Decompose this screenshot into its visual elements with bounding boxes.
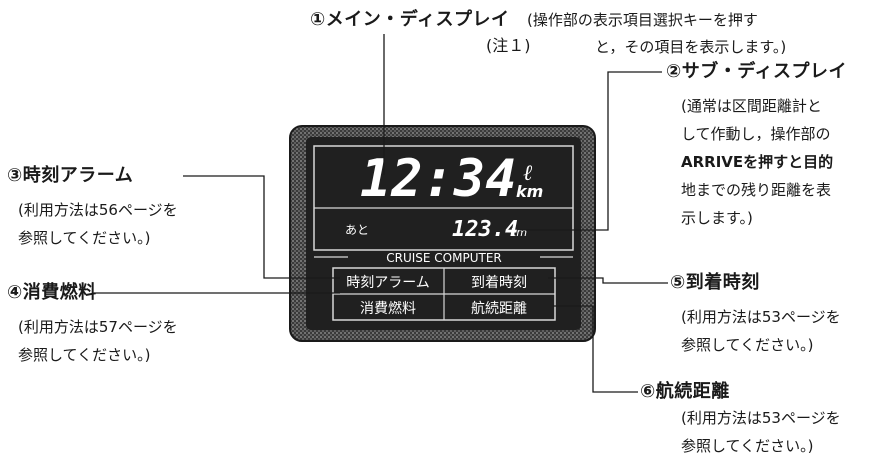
sub-display-desc-1: (通常は区間距離計と bbox=[681, 97, 822, 115]
label-time-alarm: ③時刻アラーム bbox=[7, 165, 134, 186]
main-readout: 12:34 bbox=[360, 149, 517, 209]
label-cruising-range: ⑥航続距離 bbox=[640, 381, 730, 402]
fuel-consumed-desc-2: 参照してください。) bbox=[18, 346, 151, 364]
sub-display-desc-3: ARRIVEを押すと目的 bbox=[681, 153, 834, 171]
sub-unit: km bbox=[510, 226, 527, 239]
main-unit-bottom: km bbox=[516, 182, 543, 201]
leader-time-alarm bbox=[183, 175, 340, 279]
display-panel bbox=[306, 137, 581, 330]
fuel-consumed-desc-1: (利用方法は57ページを bbox=[18, 318, 178, 336]
label-sub-display: ②サブ・ディスプレイ bbox=[666, 61, 847, 82]
leader-cruising-range bbox=[553, 305, 638, 393]
button-arrival-time[interactable]: 到着時刻 bbox=[471, 275, 527, 291]
label-main-display: ①メイン・ディスプレイ bbox=[310, 9, 510, 30]
button-fuel-consumed[interactable]: 消費燃料 bbox=[360, 300, 416, 317]
sub-display-desc-4: 地までの残り距離を表 bbox=[681, 181, 832, 199]
sub-readout: 123.4 bbox=[452, 217, 518, 242]
arrival-time-desc-2: 参照してください。) bbox=[681, 336, 814, 354]
arrival-time-desc-1: (利用方法は53ページを bbox=[681, 308, 841, 326]
button-cruising-range[interactable]: 航続距離 bbox=[471, 300, 527, 317]
brand-label: CRUISE COMPUTER bbox=[386, 251, 502, 265]
leader-sub-display bbox=[520, 71, 662, 231]
sub-prefix: あと bbox=[345, 223, 369, 237]
main-display-desc-1: (操作部の表示項目選択キーを押す bbox=[527, 11, 758, 29]
label-main-display-note: (注１) bbox=[486, 36, 531, 55]
sub-display-desc-5: 示します。) bbox=[681, 209, 753, 227]
leader-lines bbox=[96, 34, 668, 393]
main-unit-top: ℓ bbox=[523, 161, 533, 186]
label-fuel-consumed: ④消費燃料 bbox=[7, 282, 97, 303]
time-alarm-desc-1: (利用方法は56ページを bbox=[18, 201, 178, 219]
leader-arrival-time bbox=[548, 277, 668, 284]
button-time-alarm[interactable]: 時刻アラーム bbox=[346, 275, 430, 291]
cruising-range-desc-1: (利用方法は53ページを bbox=[681, 409, 841, 427]
screen-frame bbox=[313, 145, 574, 251]
time-alarm-desc-2: 参照してください。) bbox=[18, 229, 151, 247]
cruising-range-desc-2: 参照してください。) bbox=[681, 437, 814, 455]
sub-display-desc-2: して作動し，操作部の bbox=[681, 125, 831, 143]
main-display-desc-2: と，その項目を表示します。) bbox=[595, 38, 787, 56]
label-arrival-time: ⑤到着時刻 bbox=[670, 272, 760, 293]
